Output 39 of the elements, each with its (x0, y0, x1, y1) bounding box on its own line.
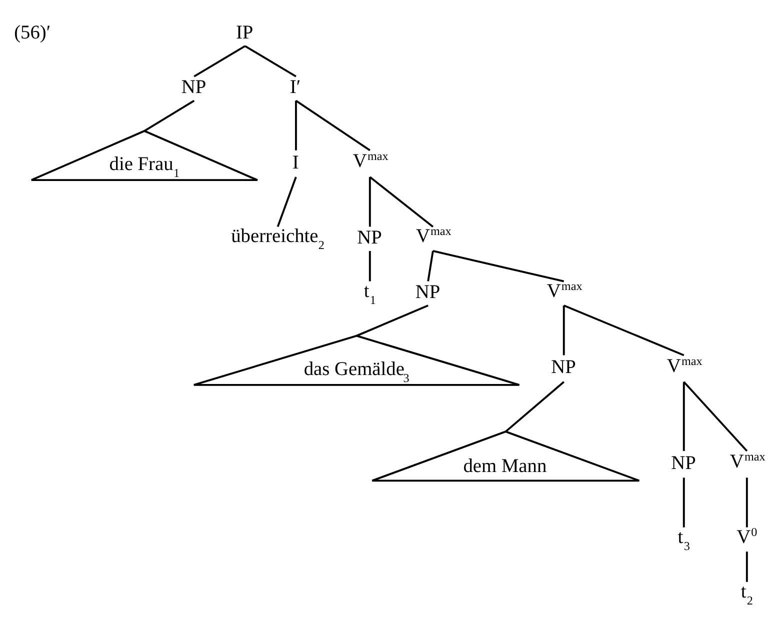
connector (276, 176, 297, 228)
connector (682, 478, 685, 528)
connector (746, 478, 748, 528)
node-text: NP (357, 227, 382, 248)
node-text: t$_{1}$ (364, 280, 376, 307)
connector (295, 100, 370, 152)
connector (144, 100, 195, 132)
node-text: V$^{max}$ (730, 450, 766, 473)
connector (682, 382, 685, 451)
node-text: t$_{2}$ (740, 581, 753, 608)
node-text: V$^{max}$ (666, 354, 702, 377)
node-text: V$^{max}$ (352, 149, 388, 172)
node-text: IP (236, 22, 254, 44)
node-text: NP (415, 282, 440, 303)
connector (194, 45, 246, 78)
connector (432, 250, 564, 282)
node-text: V$^{max}$ (546, 278, 582, 302)
node-text: NP (671, 452, 696, 474)
node-text: NP (181, 77, 206, 98)
connector (564, 304, 684, 356)
connector (368, 250, 371, 282)
connector (505, 381, 564, 432)
label: (56)′ (14, 22, 51, 44)
node-text: V$^{0}$ (736, 524, 758, 548)
connector (294, 100, 297, 150)
node-text: NP (551, 357, 576, 378)
node-text: I′ (290, 77, 301, 98)
node-text: I (292, 152, 299, 174)
connector (368, 177, 371, 227)
connector (244, 45, 296, 78)
node-text: t$_{3}$ (678, 526, 690, 553)
connector (369, 176, 434, 228)
connector (562, 306, 565, 356)
node-text: V$^{max}$ (416, 224, 452, 248)
connector (427, 250, 434, 282)
connector (356, 304, 428, 337)
connector (683, 381, 748, 452)
connector (746, 552, 748, 582)
node-text: überreichte$_{2}$ (231, 226, 324, 252)
